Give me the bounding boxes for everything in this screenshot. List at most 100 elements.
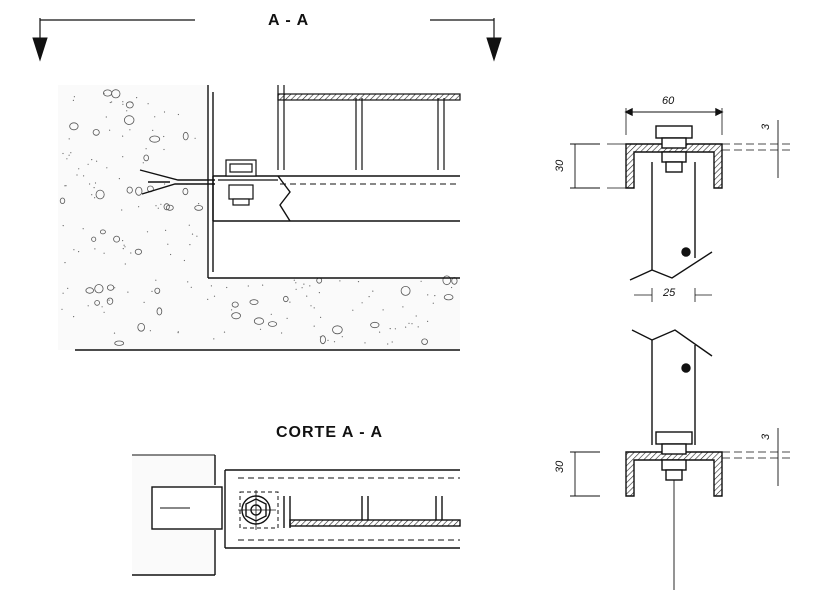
aggregate-dot (65, 185, 67, 187)
aggregate-stone (319, 335, 326, 345)
aggregate-dot (89, 183, 91, 185)
aggregate-dot (405, 326, 407, 328)
aggregate-dot (327, 339, 329, 341)
aggregate-stone (370, 321, 380, 329)
support-beam (212, 175, 460, 222)
aggregate-dot (145, 148, 147, 150)
aggregate-dot (231, 309, 233, 311)
aggregate-dot (160, 203, 162, 205)
aggregate-dot (289, 301, 291, 303)
aggregate-dot (198, 203, 200, 205)
aggregate-dot (170, 253, 172, 256)
aggregate-dot (167, 243, 169, 245)
aggregate-dot (147, 103, 149, 105)
aggregate-dot (372, 290, 374, 292)
aggregate-dot (78, 251, 80, 253)
aggregate-stone (231, 301, 239, 308)
aggregate-dot (364, 342, 366, 344)
aggregate-stone (282, 295, 289, 303)
aggregate-dot (368, 296, 370, 298)
aggregate-dot (106, 167, 108, 169)
aggregate-dot (113, 332, 116, 334)
aggregate-stone (182, 187, 189, 196)
aggregate-dot (105, 116, 107, 118)
section-title: A - A (268, 12, 310, 29)
arrow-right-icon (486, 37, 502, 62)
aggregate-dot (94, 248, 96, 250)
aggregate-stone (95, 189, 105, 200)
aggregate-dot (226, 286, 228, 289)
aggregate-dot (155, 279, 157, 281)
aggregate-dot (394, 328, 396, 330)
aggregate-dot (151, 290, 153, 292)
aggregate-dot (114, 287, 116, 289)
aggregate-dot (121, 209, 123, 211)
aggregate-stone (106, 297, 114, 305)
aggregate-dot (427, 320, 429, 322)
grating-bars (277, 85, 461, 170)
concrete-block (58, 85, 460, 572)
aggregate-stone (149, 135, 161, 143)
aggregate-stone (134, 248, 142, 255)
aggregate-dot (177, 332, 179, 334)
aggregate-dot (293, 279, 295, 281)
aggregate-stone (125, 101, 134, 109)
aggregate-dot (207, 298, 209, 300)
aggregate-dot (103, 252, 105, 254)
aggregate-dot (295, 282, 297, 284)
arrow-left-icon (32, 37, 48, 62)
aggregate-dot (320, 316, 322, 318)
aggregate-dot (262, 284, 264, 286)
aggregate-stone (91, 236, 97, 242)
aggregate-dot (213, 295, 216, 297)
aggregate-dot (101, 306, 103, 308)
aggregate-dot (130, 252, 132, 254)
aggregate-dot (72, 99, 74, 101)
aggregate-stone (94, 300, 100, 306)
aggregate-dot (352, 309, 354, 311)
profile-detail-bottom (570, 329, 790, 590)
aggregate-dot (155, 205, 157, 207)
aggregate-stone (69, 122, 79, 131)
aggregate-dot (427, 294, 429, 296)
aggregate-dot (127, 291, 129, 293)
aggregate-dot (136, 97, 138, 99)
aggregate-dot (149, 330, 151, 332)
aggregate-dot (188, 224, 190, 226)
aggregate-dot (76, 174, 78, 176)
aggregate-stone (85, 287, 94, 294)
aggregate-dot (210, 285, 212, 287)
aggregate-dot (165, 229, 167, 231)
aggregate-dot (434, 295, 436, 297)
aggregate-dot (310, 305, 312, 307)
aggregate-stone (443, 294, 454, 301)
aggregate-dot (306, 295, 308, 297)
aggregate-dot (319, 336, 321, 338)
aggregate-dot (270, 313, 272, 315)
aggregate-stone (135, 186, 143, 196)
aggregate-dot (194, 137, 196, 139)
aggregate-stone (156, 307, 163, 316)
aggregate-dot (432, 302, 434, 304)
dimension-thickness-bottom: 3 (760, 433, 772, 440)
aggregate-dot (183, 259, 185, 262)
section-marker-aa (32, 18, 502, 62)
aggregate-stone (231, 312, 241, 320)
aggregate-dot (109, 101, 111, 104)
aggregate-stone (400, 285, 411, 296)
aggregate-dot (64, 262, 66, 264)
aggregate-dot (123, 244, 125, 246)
aggregate-stone (332, 325, 343, 335)
aggregate-dot (70, 152, 72, 154)
aggregate-dot (281, 332, 283, 334)
aggregate-dot (163, 135, 165, 138)
aggregate-stone (182, 131, 189, 141)
aggregate-dot (122, 135, 124, 137)
dimension-height-bottom: 30 (554, 460, 566, 473)
aggregate-stone (163, 203, 170, 211)
aggregate-dot (417, 326, 419, 328)
aggregate-dot (286, 317, 288, 319)
aggregate-dot (91, 159, 93, 161)
aggregate-dot (313, 307, 315, 309)
aggregate-stone (154, 287, 161, 294)
